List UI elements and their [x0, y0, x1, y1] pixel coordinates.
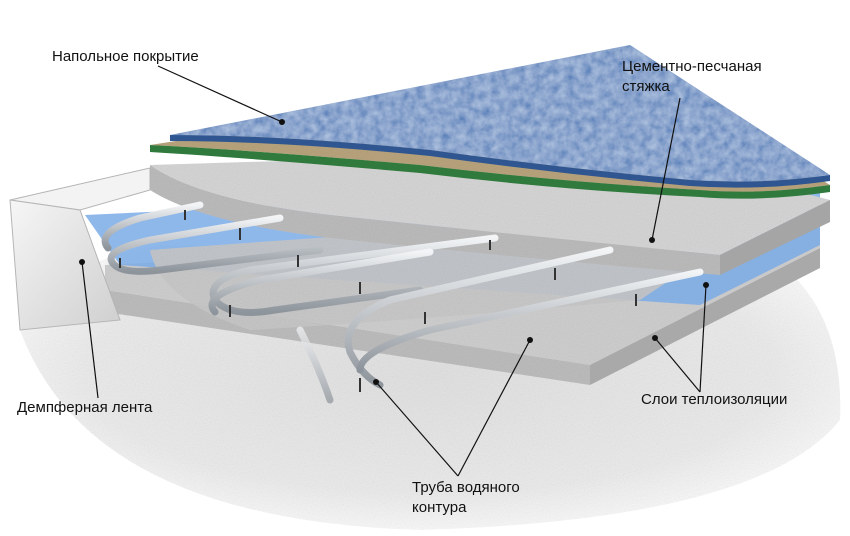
screed-side [720, 200, 830, 275]
label-pipe-line2: контура [412, 499, 467, 516]
label-pipe-line1: Труба водяного [412, 479, 520, 496]
label-screed-line2: стяжка [622, 78, 670, 95]
underlay-edge [150, 145, 830, 199]
label-insulation: Слои теплоизоляции [641, 391, 788, 408]
insulation-lower-side [590, 248, 820, 385]
damper-tape-face [9, 199, 121, 331]
floor-covering [170, 45, 830, 182]
floor-covering-edge [170, 135, 830, 188]
label-floor-covering: Напольное покрытие [52, 48, 199, 65]
leader-lines [81, 65, 707, 477]
leader-dots [79, 119, 709, 385]
label-screed-line1: Цементно-песчаная [622, 58, 762, 75]
screed-front [150, 165, 720, 275]
pipe-clips [119, 210, 637, 392]
heating-pipes [101, 201, 704, 404]
label-damper-tape: Демпферная лента [17, 399, 153, 416]
